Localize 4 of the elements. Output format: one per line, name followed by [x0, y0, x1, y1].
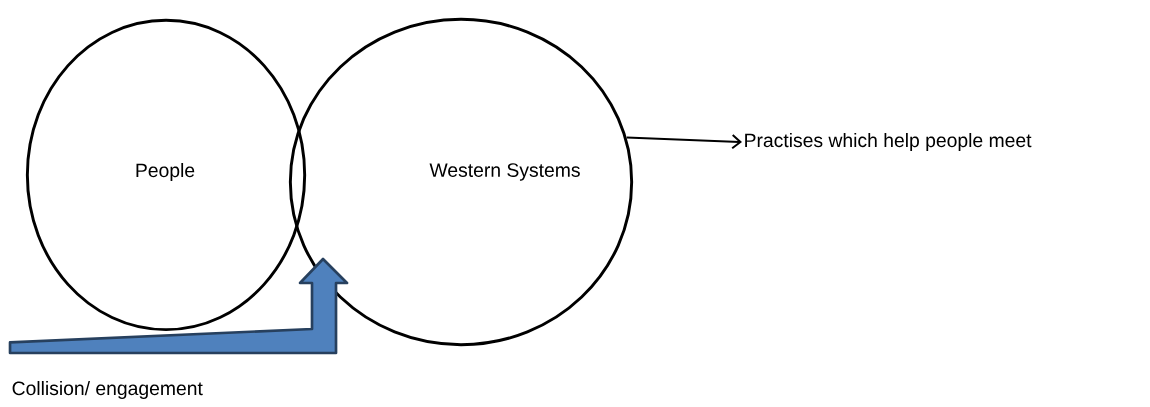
block-arrow [8, 257, 349, 355]
label-text: Practises which help people meet [745, 133, 1032, 151]
arrow [625, 133, 742, 150]
label-text: Collision/ engagement [12, 381, 203, 399]
